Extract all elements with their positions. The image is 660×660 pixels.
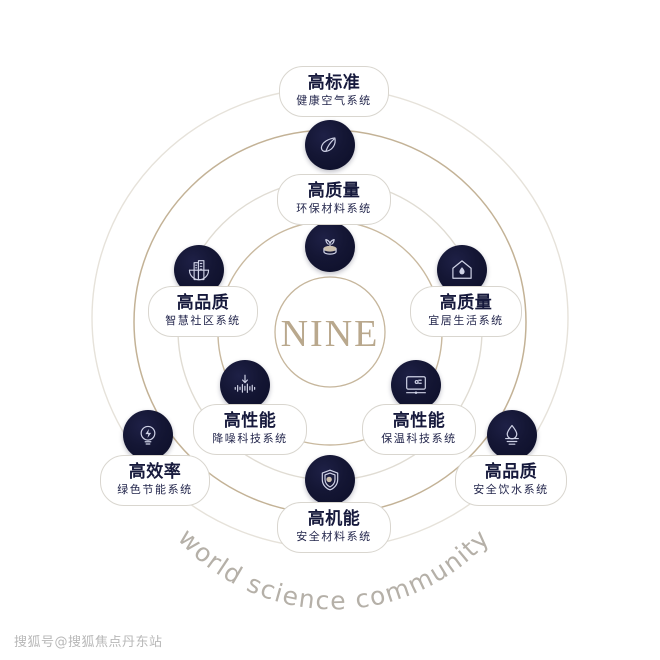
pill-title: 高效率 — [128, 462, 182, 481]
pill-safe-material[interactable]: 高机能 安全材料系统 — [277, 502, 391, 553]
pill-title: 高质量 — [307, 181, 361, 200]
pill-noise-reduction[interactable]: 高性能 降噪科技系统 — [193, 404, 307, 455]
soundwave-icon[interactable] — [220, 360, 270, 410]
pill-title: 高性能 — [223, 411, 277, 430]
energy-bolt-icon[interactable] — [123, 410, 173, 460]
pill-healthy-air[interactable]: 高标准 健康空气系统 — [279, 66, 389, 117]
sprout-icon[interactable] — [305, 222, 355, 272]
pill-subtitle: 智慧社区系统 — [165, 315, 241, 327]
center-wordmark: NINE — [280, 313, 380, 355]
pill-smart-community[interactable]: 高品质 智慧社区系统 — [148, 286, 258, 337]
pill-subtitle: 安全饮水系统 — [473, 484, 549, 496]
pill-eco-material[interactable]: 高质量 环保材料系统 — [277, 174, 391, 225]
pill-subtitle: 绿色节能系统 — [117, 484, 193, 496]
pill-green-energy[interactable]: 高效率 绿色节能系统 — [100, 455, 210, 506]
thermostat-icon[interactable] — [391, 360, 441, 410]
center-circle — [274, 276, 386, 388]
pill-title: 高机能 — [307, 509, 361, 528]
pill-title: 高品质 — [176, 293, 230, 312]
sohu-watermark: 搜狐号@搜狐焦点丹东站 — [14, 635, 163, 650]
pill-title: 高性能 — [392, 411, 446, 430]
pill-title: 高标准 — [307, 73, 361, 92]
shield-icon[interactable] — [305, 455, 355, 505]
pill-safe-water[interactable]: 高品质 安全饮水系统 — [455, 455, 567, 506]
pill-subtitle: 安全材料系统 — [296, 531, 372, 543]
water-drop-icon[interactable] — [487, 410, 537, 460]
pill-title: 高质量 — [439, 293, 493, 312]
pill-livable-life[interactable]: 高质量 宜居生活系统 — [410, 286, 522, 337]
leaf-icon[interactable] — [305, 120, 355, 170]
pill-subtitle: 宜居生活系统 — [428, 315, 504, 327]
pill-title: 高品质 — [484, 462, 538, 481]
pill-subtitle: 环保材料系统 — [296, 203, 372, 215]
pill-subtitle: 保温科技系统 — [381, 433, 457, 445]
pill-subtitle: 健康空气系统 — [296, 95, 372, 107]
pill-subtitle: 降噪科技系统 — [212, 433, 288, 445]
pill-thermal-insulation[interactable]: 高性能 保温科技系统 — [362, 404, 476, 455]
